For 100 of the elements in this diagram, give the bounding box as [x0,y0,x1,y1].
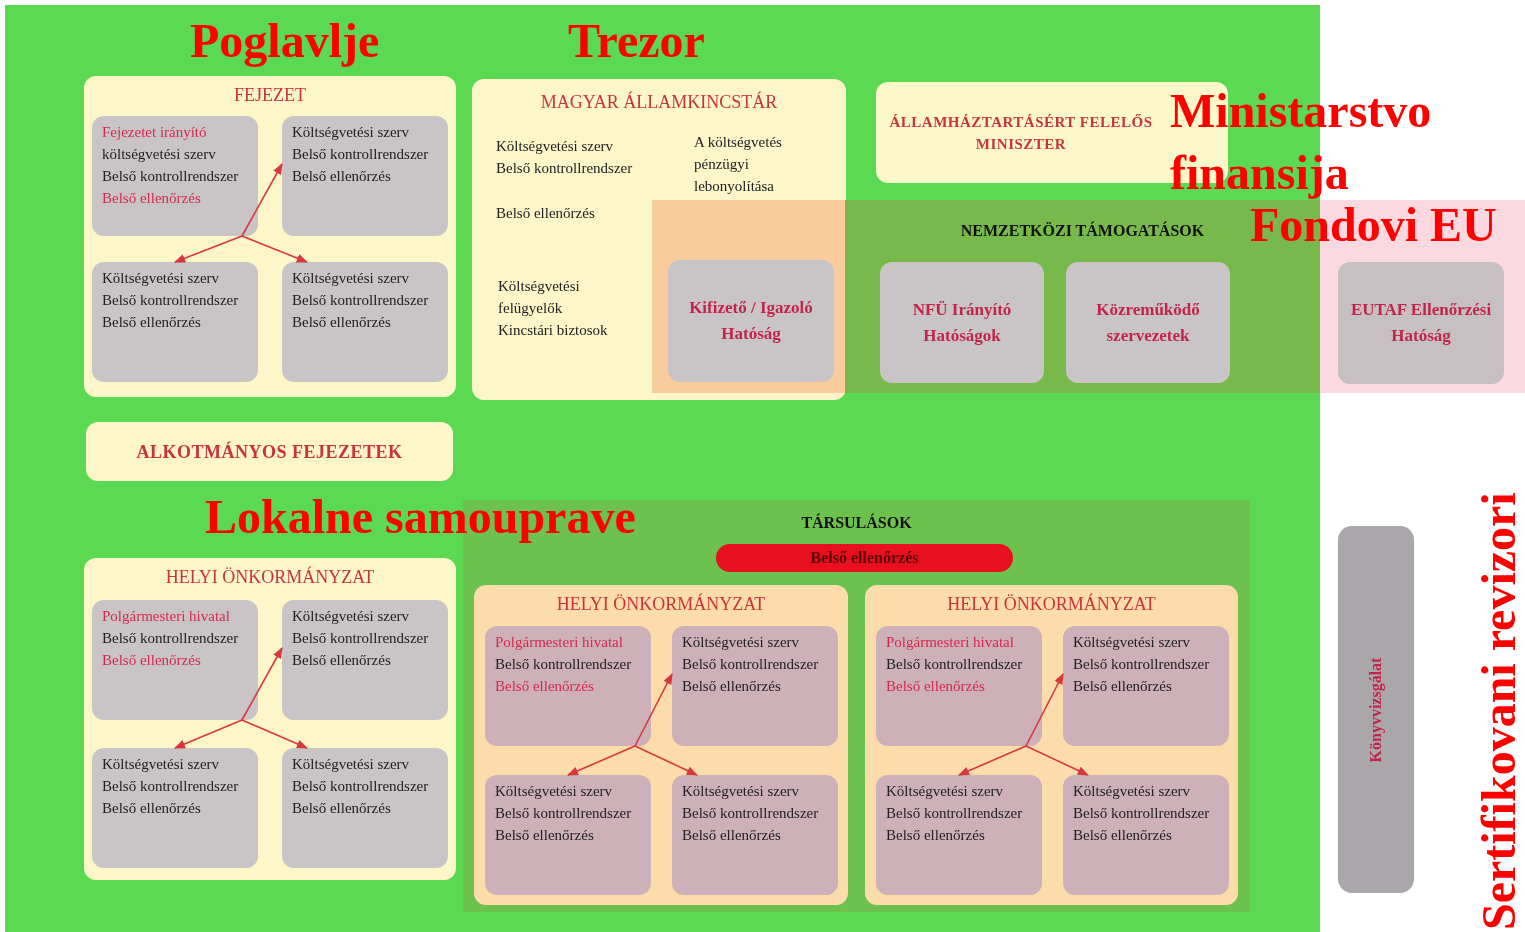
box-text: Belső ellenőrzés [886,677,986,696]
panel-heading: HELYI ÖNKORMÁNYZAT [946,593,1157,615]
arrow [1025,673,1064,747]
unit-box [876,775,1042,895]
box-text: Belső kontrollrendszer [102,167,240,186]
unit-box [485,775,651,895]
arrow [1025,745,1089,776]
authority-box [86,422,453,481]
unit-box [282,748,448,868]
box-text: Belső ellenőrzés [1073,677,1173,696]
box-text: Belső kontrollrendszer [495,804,633,823]
box-text: Költségvetési szerv [886,782,1005,801]
unit-box [672,775,838,895]
authority-box [1338,262,1504,384]
audit-box [1338,526,1414,893]
unit-box [672,626,838,746]
box-text: Belső kontrollrendszer [496,159,634,178]
box-text: Költségvetési szerv [292,123,411,142]
box-text: Belső ellenőrzés [292,651,392,670]
unit-box [282,116,448,236]
overlay-label: Lokalne samouprave [205,490,636,544]
group-panel [84,76,456,397]
group-panel [84,558,456,880]
box-text: Belső ellenőrzés [1073,826,1173,845]
authority-box [668,260,834,382]
box-text: Polgármesteri hivatal [102,607,231,626]
group-panel [472,79,846,400]
box-text: NFÜ Irányító Hatóságok [911,298,1013,347]
box-text: Kifizető / Igazoló Hatóság [688,297,814,345]
box-text: Közreműködő szervezetek [1095,298,1201,347]
box-text: Belső ellenőrzés [102,313,202,332]
box-text: Belső kontrollrendszer [495,655,633,674]
box-text: Belső ellenőrzés [886,826,986,845]
panel-heading: MAGYAR ÁLLAMKINCSTÁR [539,91,779,113]
box-text: Fejezetet irányító [102,123,208,142]
box-text: Költségvetési szerv [102,269,221,288]
box-text: Belső kontrollrendszer [102,777,240,796]
box-text: Költségvetési felügyelők [498,277,581,318]
unit-box [282,600,448,720]
box-text: Belső ellenőrzés [682,677,782,696]
box-text: Belső ellenőrzés [102,799,202,818]
box-text: költségvetési szerv [102,145,217,164]
unit-box [92,748,258,868]
unit-box [92,116,258,236]
box-text: Belső kontrollrendszer [292,777,430,796]
box-text: Belső kontrollrendszer [292,629,430,648]
unit-box [485,626,651,746]
box-text: ÁLLAMHÁZTARTÁSÉRT FELELŐS MINISZTER [888,112,1154,154]
bar-text: Belső ellenőrzés [810,548,919,568]
box-text: Belső kontrollrendszer [1073,655,1211,674]
box-text: Belső kontrollrendszer [292,145,430,164]
arrow [634,673,673,747]
vertical-text: Könyvvizsgálat [1367,657,1385,762]
box-text: Belső ellenőrzés [495,826,595,845]
box-text: Belső kontrollrendszer [102,291,240,310]
box-text: Költségvetési szerv [292,269,411,288]
box-text: Költségvetési szerv [292,607,411,626]
box-text: Költségvetési szerv [1073,782,1192,801]
box-text: Belső kontrollrendszer [886,655,1024,674]
overlay-label: Trezor [568,14,705,68]
box-text: Belső ellenőrzés [102,651,202,670]
panel-heading: HELYI ÖNKORMÁNYZAT [555,593,767,615]
authority-box [880,262,1044,383]
box-text: Belső ellenőrzés [292,167,392,186]
box-text: Belső ellenőrzés [292,799,392,818]
panel-heading: HELYI ÖNKORMÁNYZAT [164,566,376,588]
box-text: Polgármesteri hivatal [886,633,1015,652]
box-text: ALKOTMÁNYOS FEJEZETEK [135,440,404,463]
arrow [241,647,283,721]
box-text: Belső kontrollrendszer [886,804,1024,823]
group-panel [474,585,848,905]
arrow [241,719,308,749]
box-text: Polgármesteri hivatal [495,633,624,652]
box-text: Belső kontrollrendszer [682,804,820,823]
unit-box [1063,626,1229,746]
unit-box [282,262,448,382]
box-text: Belső ellenőrzés [102,189,202,208]
box-text: Költségvetési szerv [682,633,801,652]
box-text: EUTAF Ellenőrzési Hatóság [1349,299,1493,347]
box-text: Belső ellenőrzés [495,677,595,696]
box-text: Költségvetési szerv [292,755,411,774]
unit-box [876,626,1042,746]
authority-box [1066,262,1230,383]
status-bar [716,544,1013,572]
unit-box [92,600,258,720]
box-text: Költségvetési szerv [682,782,801,801]
arrow [241,235,308,263]
arrow [957,745,1027,776]
box-text: Belső kontrollrendszer [682,655,820,674]
overlay-label: Poglavlje [190,14,380,68]
group-panel [865,585,1238,905]
arrow [566,745,636,776]
unit-box [92,262,258,382]
box-text: Belső ellenőrzés [292,313,392,332]
unit-box [1063,775,1229,895]
box-text: Belső kontrollrendszer [102,629,240,648]
box-text: Költségvetési szerv [495,782,614,801]
box-text: Költségvetési szerv [496,137,615,156]
arrow [173,719,243,749]
box-text: Költségvetési szerv [102,755,221,774]
